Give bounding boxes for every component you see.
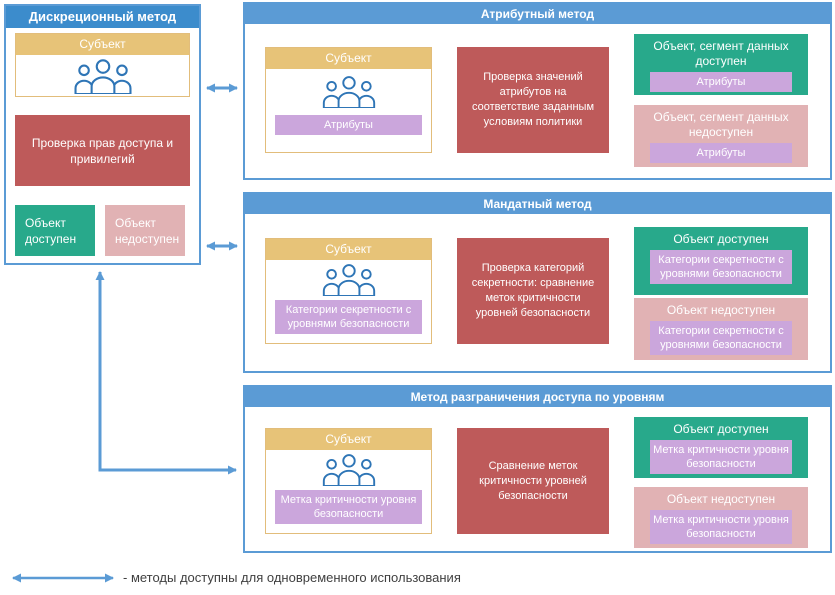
subject-box: Субъект Атрибуты [265, 47, 432, 153]
subject-header: Субъект [266, 48, 431, 69]
people-group-icon [322, 263, 375, 296]
subject-header: Субъект [16, 34, 189, 55]
process-box: Проверка значений атрибутов на соответст… [457, 47, 609, 153]
result-allowed-tag: Атрибуты [650, 72, 792, 92]
subject-icon-area [266, 450, 431, 488]
subject-tag: Метка критичности уровня безопасности [275, 490, 422, 524]
result-allowed-label: Объект доступен [673, 422, 769, 436]
people-group-icon [322, 453, 375, 486]
subject-tag: Атрибуты [275, 115, 422, 135]
subject-icon-area [266, 260, 431, 298]
result-denied-label: Объект недоступен [666, 303, 776, 317]
panel-title: Атрибутный метод [245, 4, 830, 24]
result-denied-tag: Категории секретности с уровнями безопас… [650, 321, 792, 355]
panel-discretionary-method: Дискреционный метод Субъект Проверка пра… [4, 4, 201, 265]
subject-box: Субъект [15, 33, 190, 97]
subject-box: Субъект Категории секретности с уровнями… [265, 238, 432, 344]
subject-box: Субъект Метка критичности уровня безопас… [265, 428, 432, 534]
result-denied-box: Объект, сегмент данных недоступен Атрибу… [634, 105, 808, 167]
process-box: Сравнение меток критичности уровней безо… [457, 428, 609, 534]
result-denied-tag: Метка критичности уровня безопасности [650, 510, 792, 544]
result-denied-box: Объект недоступен [105, 205, 185, 256]
result-allowed-box: Объект доступен Метка критичности уровня… [634, 417, 808, 478]
result-allowed-label: Объект, сегмент данных доступен [653, 39, 789, 68]
people-group-icon [322, 75, 375, 108]
subject-icon-area [16, 55, 189, 96]
result-allowed-box: Объект доступен Категории секретности с … [634, 227, 808, 295]
subject-icon-area [266, 69, 431, 113]
result-denied-label: Объект недоступен [666, 492, 776, 506]
panel-title: Метод разграничения доступа по уровням [245, 387, 830, 407]
result-allowed-tag: Категории секретности с уровнями безопас… [650, 250, 792, 284]
result-allowed-tag: Метка критичности уровня безопасности [650, 440, 792, 474]
result-allowed-label: Объект доступен [673, 232, 769, 246]
panel-mandatory-method: Мандатный метод Субъект Категории секрет… [243, 192, 832, 373]
people-group-icon [73, 58, 132, 94]
subject-header: Субъект [266, 429, 431, 450]
result-denied-box: Объект недоступен Категории секретности … [634, 298, 808, 360]
result-denied-label: Объект, сегмент данных недоступен [653, 110, 789, 139]
subject-tag: Категории секретности с уровнями безопас… [275, 300, 422, 334]
panel-level-method: Метод разграничения доступа по уровням С… [243, 385, 832, 553]
process-box: Проверка прав доступа и привилегий [15, 115, 190, 186]
subject-header: Субъект [266, 239, 431, 260]
legend-label: - методы доступны для одновременного исп… [123, 570, 461, 585]
result-denied-box: Объект недоступен Метка критичности уров… [634, 487, 808, 548]
panel-title: Дискреционный метод [6, 6, 199, 28]
result-allowed-box: Объект доступен [15, 205, 95, 256]
panel-title: Мандатный метод [245, 194, 830, 214]
result-denied-tag: Атрибуты [650, 143, 792, 163]
process-box: Проверка категорий секретности: сравнени… [457, 238, 609, 344]
panel-attribute-method: Атрибутный метод Субъект Атрибуты Провер… [243, 2, 832, 180]
result-allowed-box: Объект, сегмент данных доступен Атрибуты [634, 34, 808, 95]
